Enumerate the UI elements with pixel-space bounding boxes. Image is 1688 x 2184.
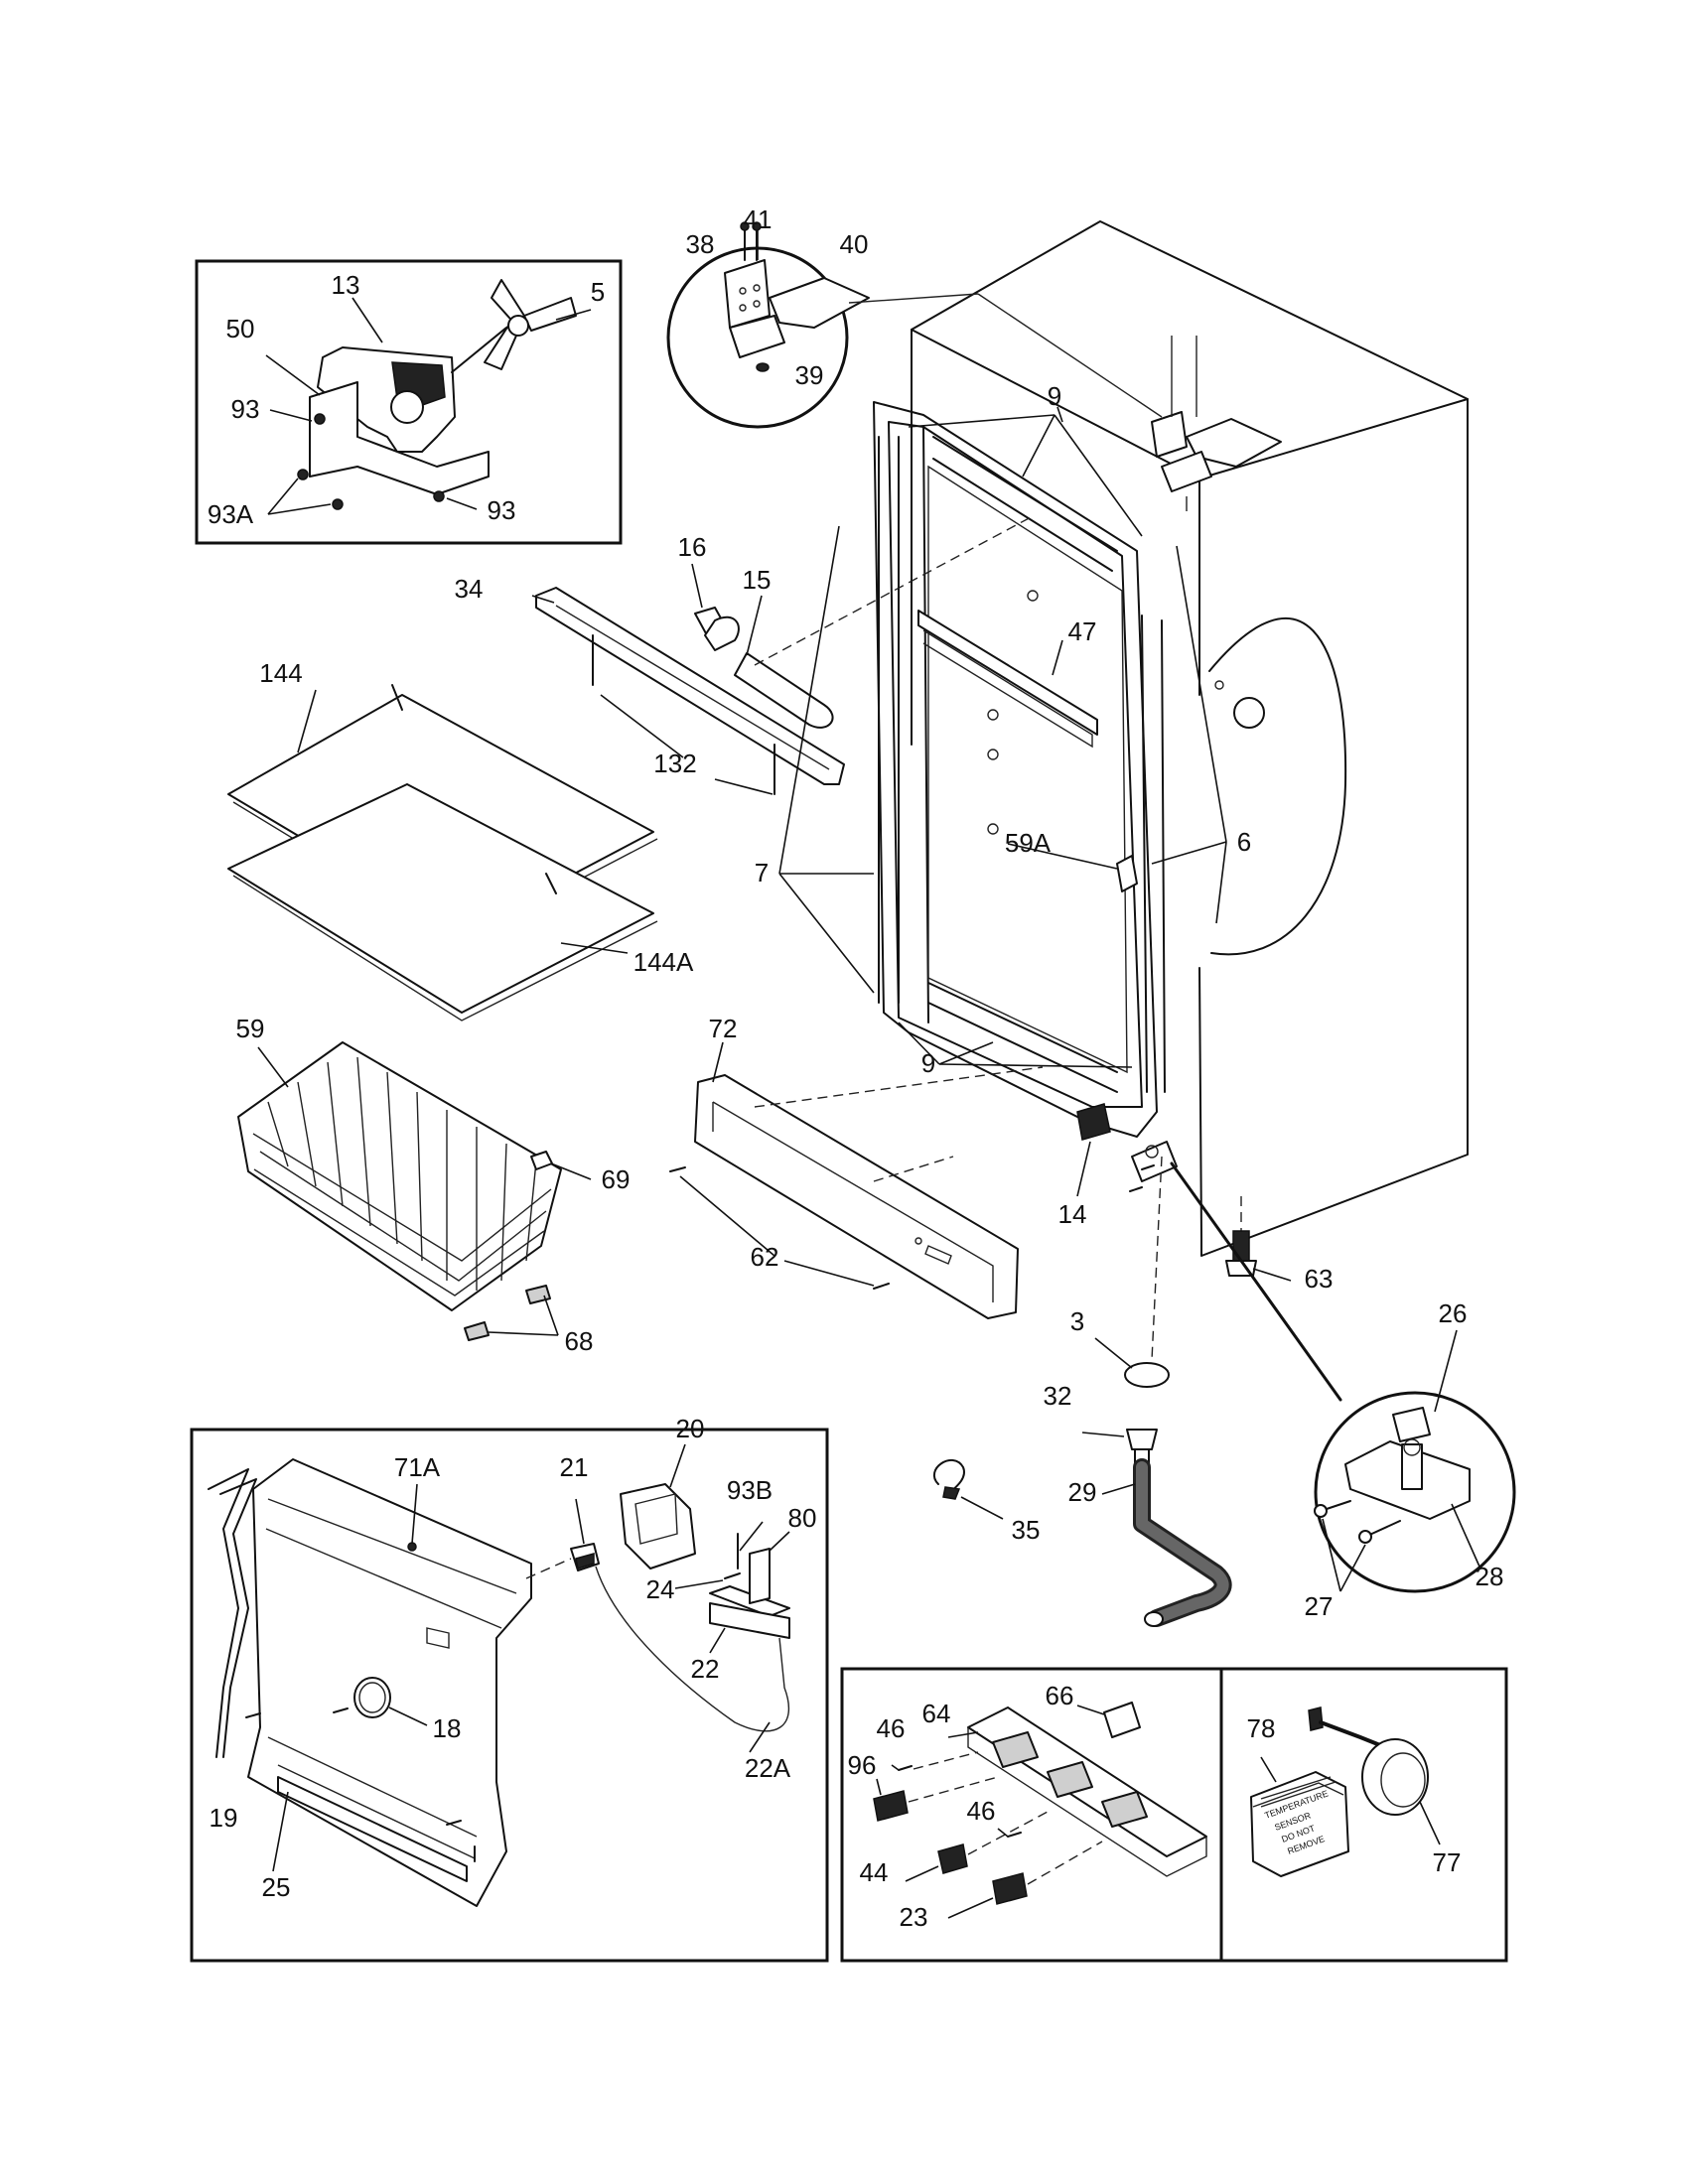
callout-68: 68 xyxy=(565,1326,594,1356)
callout-6: 6 xyxy=(1237,827,1251,857)
callout-5: 5 xyxy=(591,277,605,307)
callout-3: 3 xyxy=(1070,1306,1084,1336)
callout-77: 77 xyxy=(1433,1847,1462,1877)
leveler-detail-inset xyxy=(1314,1391,1516,1593)
callout-13: 13 xyxy=(332,270,360,300)
callout-35: 35 xyxy=(1012,1515,1041,1545)
callout-14: 14 xyxy=(1058,1199,1087,1229)
callout-23: 23 xyxy=(900,1902,928,1932)
callout-22A: 22A xyxy=(745,1753,791,1783)
callout-72: 72 xyxy=(709,1014,738,1043)
callout-144A: 144A xyxy=(633,947,694,977)
callout-71A: 71A xyxy=(394,1452,441,1482)
callout-80: 80 xyxy=(788,1503,817,1533)
callout-144: 144 xyxy=(259,658,302,688)
callout-93B: 93B xyxy=(727,1475,773,1505)
callout-28: 28 xyxy=(1476,1562,1504,1591)
callout-32: 32 xyxy=(1044,1381,1072,1411)
callout-18: 18 xyxy=(433,1713,462,1743)
callout-41: 41 xyxy=(744,205,773,234)
callout-69: 69 xyxy=(602,1164,631,1194)
callout-62: 62 xyxy=(751,1242,779,1272)
callout-96: 96 xyxy=(848,1750,877,1780)
toe-grille xyxy=(669,1041,1044,1319)
evaporator-cover-inset xyxy=(190,1428,829,1963)
callout-93A: 93A xyxy=(208,499,254,529)
callout-59A: 59A xyxy=(1005,828,1052,858)
freezer-cabinet xyxy=(911,220,1469,1257)
callout-16: 16 xyxy=(678,532,707,562)
callout-39: 39 xyxy=(795,360,824,390)
callout-labels: 41 38 40 39 13 5 50 93 93A 93 9 16 15 34… xyxy=(208,205,1504,1932)
callout-26: 26 xyxy=(1439,1298,1468,1328)
callout-34: 34 xyxy=(455,574,484,604)
callout-50: 50 xyxy=(226,314,255,343)
temperature-sensor-parts: TEMPERATURE SENSOR DO NOT REMOVE xyxy=(1250,1706,1441,1877)
callout-63: 63 xyxy=(1305,1264,1334,1294)
gasket-frame xyxy=(873,336,1282,1182)
fan-motor-parts xyxy=(265,279,592,515)
callout-21: 21 xyxy=(560,1452,589,1482)
callout-9-top: 9 xyxy=(1048,381,1061,411)
callout-38: 38 xyxy=(686,229,715,259)
callout-40: 40 xyxy=(840,229,869,259)
control-housing-parts xyxy=(873,1702,1207,1919)
callout-15: 15 xyxy=(743,565,772,595)
fan-motor-inset xyxy=(195,259,623,545)
callout-59: 59 xyxy=(236,1014,265,1043)
callout-19: 19 xyxy=(210,1803,238,1833)
leveler-detail-parts xyxy=(1314,1329,1480,1592)
callout-22: 22 xyxy=(691,1654,720,1684)
callout-132: 132 xyxy=(653,749,696,778)
callout-27: 27 xyxy=(1305,1591,1334,1621)
callout-20: 20 xyxy=(676,1414,705,1443)
callout-93-bottom: 93 xyxy=(488,495,516,525)
callout-78: 78 xyxy=(1247,1713,1276,1743)
callout-47: 47 xyxy=(1068,616,1097,646)
callout-7: 7 xyxy=(755,858,769,887)
temperature-sensor-inset xyxy=(1219,1667,1508,1963)
air-duct-assembly xyxy=(531,515,1034,795)
callout-24: 24 xyxy=(646,1574,675,1604)
callout-46-bottom: 46 xyxy=(967,1796,996,1826)
callout-9-bottom: 9 xyxy=(921,1048,935,1078)
hinge-detail-parts xyxy=(724,221,1163,418)
callout-25: 25 xyxy=(262,1872,291,1902)
callout-66: 66 xyxy=(1046,1681,1074,1710)
evaporator-cover-parts xyxy=(208,1443,790,1907)
switch-and-drain xyxy=(932,1103,1342,1627)
callout-64: 64 xyxy=(922,1699,951,1728)
callout-46-top: 46 xyxy=(877,1713,906,1743)
callout-29: 29 xyxy=(1068,1477,1097,1507)
callout-93-top: 93 xyxy=(231,394,260,424)
shelves xyxy=(227,684,658,1022)
callout-44: 44 xyxy=(860,1857,889,1887)
frame-leaders xyxy=(778,406,1227,1068)
wire-basket xyxy=(237,1041,592,1341)
